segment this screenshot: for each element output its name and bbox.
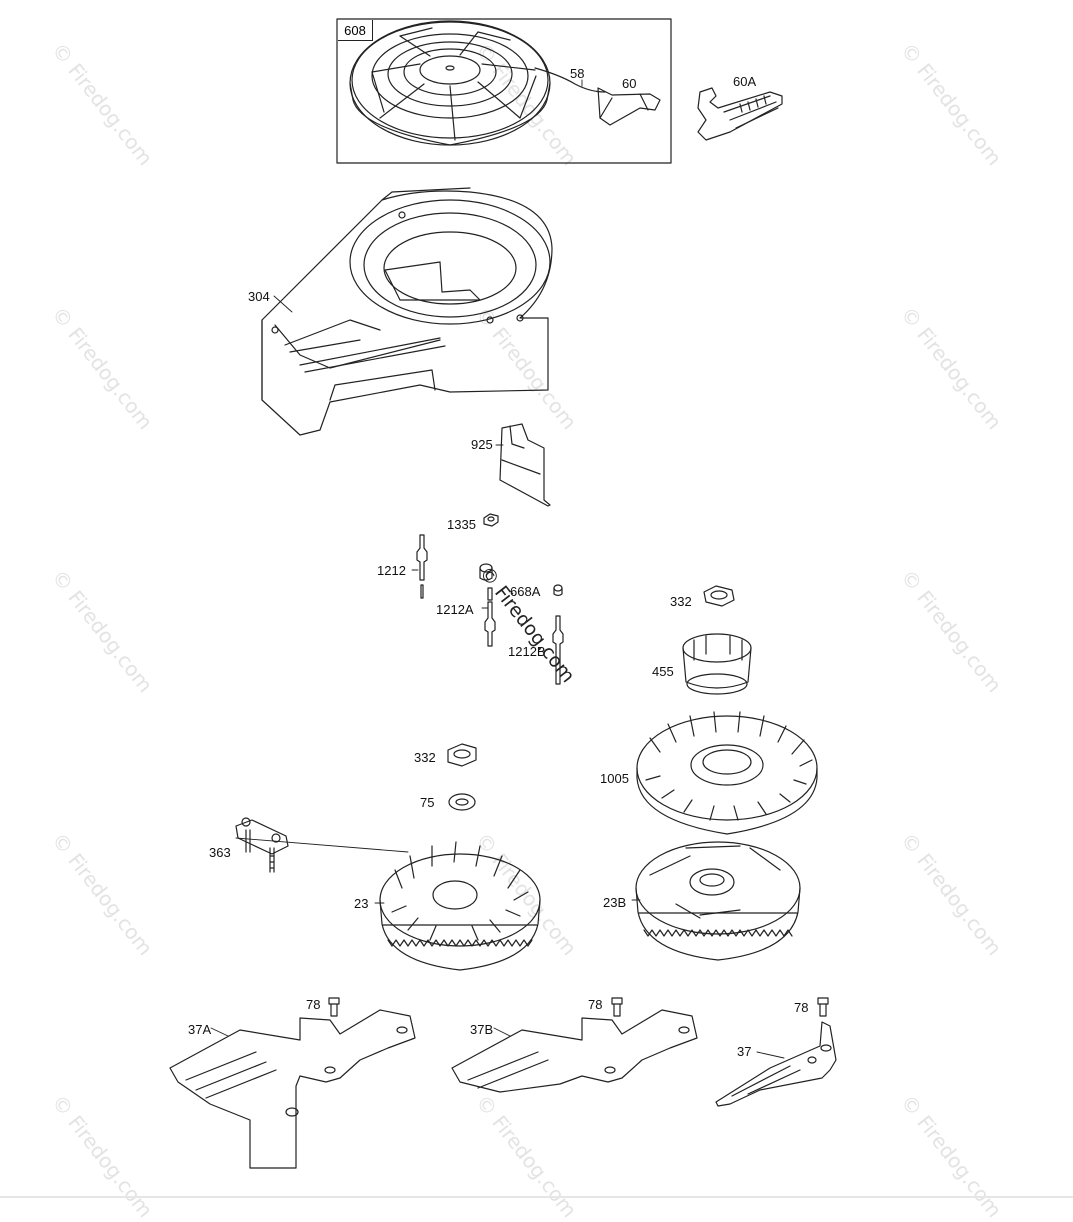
- screw-78-a-drawing: [328, 997, 340, 1017]
- rewind-starter-drawing: [349, 20, 661, 146]
- nut-1335-drawing: [483, 513, 499, 527]
- part-label-37a[interactable]: 37A: [188, 1022, 212, 1037]
- stud-1212b-drawing: [552, 615, 564, 685]
- part-label-37[interactable]: 37: [737, 1044, 752, 1059]
- screw-78-b-drawing: [611, 997, 623, 1017]
- part-label-332-mid[interactable]: 332: [414, 750, 436, 765]
- part-label-304[interactable]: 304: [248, 289, 270, 304]
- part-label-23b[interactable]: 23B: [603, 895, 627, 910]
- cup-455-drawing: [682, 633, 752, 695]
- plate-37a-drawing: [169, 1009, 416, 1169]
- part-label-668a[interactable]: 668A: [510, 584, 541, 599]
- part-label-58[interactable]: 58: [570, 66, 585, 81]
- part-label-1005[interactable]: 1005: [600, 771, 629, 786]
- bracket-37-drawing: [715, 1021, 837, 1107]
- plate-37b-drawing: [451, 1009, 698, 1093]
- stud-1212a-drawing: [484, 601, 496, 647]
- part-label-1212a[interactable]: 1212A: [436, 602, 474, 617]
- blower-housing-drawing: [261, 187, 553, 436]
- washer-75-drawing: [448, 793, 476, 811]
- kit-box-label: 608: [338, 20, 373, 41]
- part-label-23[interactable]: 23: [354, 896, 369, 911]
- part-label-78-b[interactable]: 78: [588, 997, 603, 1012]
- bottom-divider: [0, 1196, 1073, 1198]
- nut-332-top-drawing: [703, 585, 735, 607]
- part-label-60a[interactable]: 60A: [733, 74, 757, 89]
- air-guide-925-drawing: [499, 423, 551, 507]
- kit-box-frame: [336, 18, 672, 164]
- screw-78-c-drawing: [817, 997, 829, 1017]
- part-label-60[interactable]: 60: [622, 76, 637, 91]
- part-label-37b[interactable]: 37B: [470, 1022, 494, 1037]
- part-label-78-c[interactable]: 78: [794, 1000, 809, 1015]
- part-label-75[interactable]: 75: [420, 795, 435, 810]
- part-label-332-top[interactable]: 332: [670, 594, 692, 609]
- bracket-363-drawing: [235, 817, 289, 873]
- starter-handle-60a-drawing: [697, 87, 783, 141]
- part-label-363[interactable]: 363: [209, 845, 231, 860]
- part-label-455[interactable]: 455: [652, 664, 674, 679]
- flywheel-23-drawing: [379, 841, 541, 971]
- part-label-1335[interactable]: 1335: [447, 517, 476, 532]
- part-label-78-a[interactable]: 78: [306, 997, 321, 1012]
- leader-lines: [210, 79, 785, 1059]
- flywheel-23b-drawing: [635, 841, 801, 961]
- part-label-925[interactable]: 925: [471, 437, 493, 452]
- stud-1212-drawing: [416, 534, 428, 599]
- part-label-1212b[interactable]: 1212B: [508, 644, 546, 659]
- nut-332-mid-drawing: [447, 743, 477, 767]
- fan-1005-drawing: [636, 711, 818, 835]
- part-label-1212[interactable]: 1212: [377, 563, 406, 578]
- spacer-668a-drawing: [479, 563, 563, 601]
